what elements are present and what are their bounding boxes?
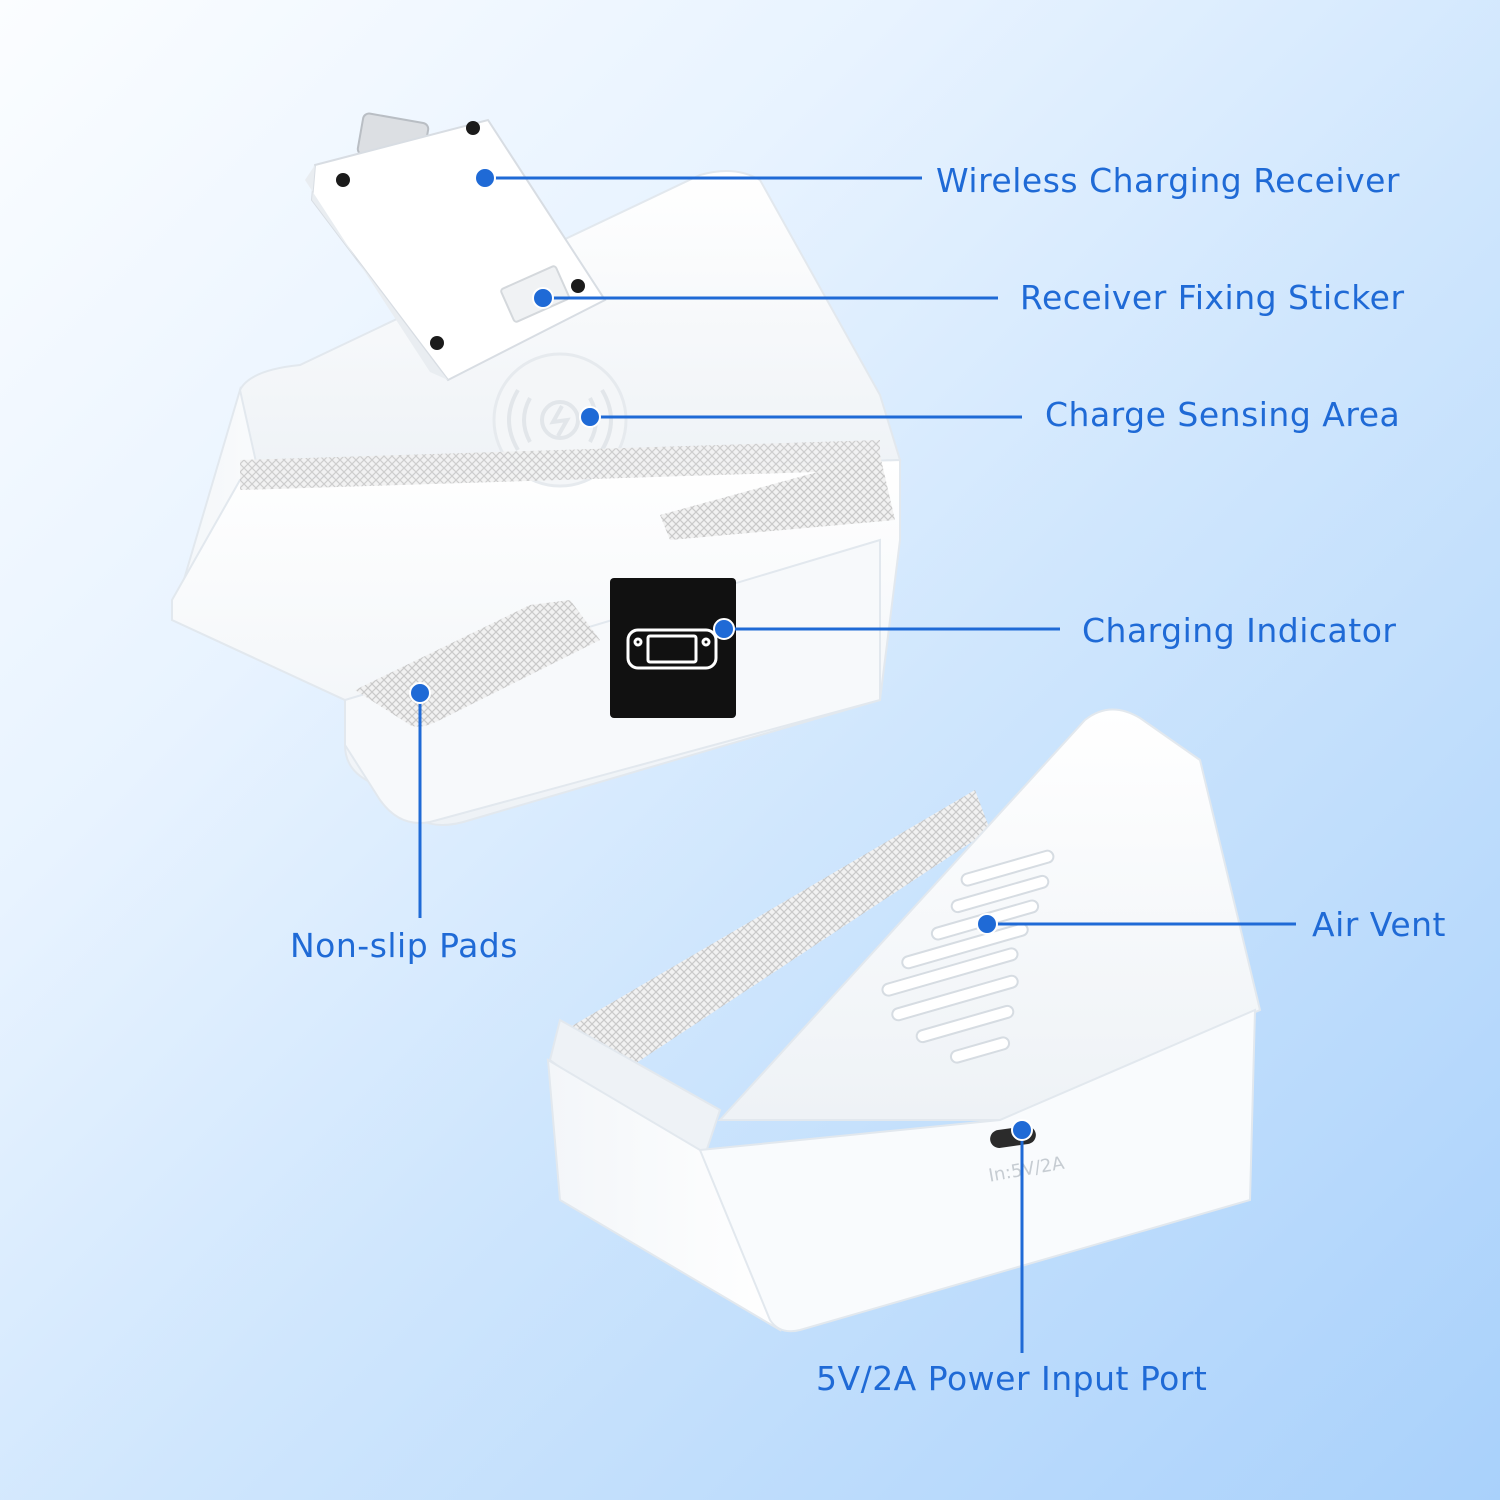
dock-back-panel (239, 170, 902, 482)
label-non-slip-pads: Non-slip Pads (290, 926, 518, 965)
callout-leaders (409, 167, 1296, 1353)
label-power-input-port: 5V/2A Power Input Port (816, 1359, 1208, 1398)
label-charge-sensing-area: Charge Sensing Area (1045, 395, 1401, 434)
rear-dock-top-mesh (565, 790, 990, 1100)
receiver-screws (336, 121, 585, 350)
rear-dock: In:5V/2A (546, 708, 1262, 1333)
charging-indicator-panel (610, 578, 736, 718)
label-air-vent: Air Vent (1312, 905, 1446, 944)
mesh-strip-left (240, 440, 880, 490)
leader-dot-receiver-fixing-sticker (532, 287, 554, 309)
wireless-charge-icon (507, 388, 613, 452)
label-charging-indicator: Charging Indicator (1082, 611, 1397, 650)
leader-dot-power-input-port (1011, 1119, 1033, 1141)
label-wireless-charging-receiver: Wireless Charging Receiver (936, 161, 1400, 200)
leader-dot-charge-sensing-area (579, 406, 601, 428)
front-dock (170, 112, 902, 826)
air-vent-slots (881, 849, 1055, 1064)
rear-dock-front-face (698, 1008, 1257, 1333)
leader-dot-air-vent (976, 913, 998, 935)
leader-dot-non-slip-pads (409, 682, 431, 704)
label-receiver-fixing-sticker: Receiver Fixing Sticker (1020, 278, 1405, 317)
leader-dot-wireless-charging-receiver (474, 167, 496, 189)
leader-dot-charging-indicator (713, 618, 735, 640)
console-icon (626, 628, 718, 670)
mesh-strip-right (660, 455, 895, 540)
